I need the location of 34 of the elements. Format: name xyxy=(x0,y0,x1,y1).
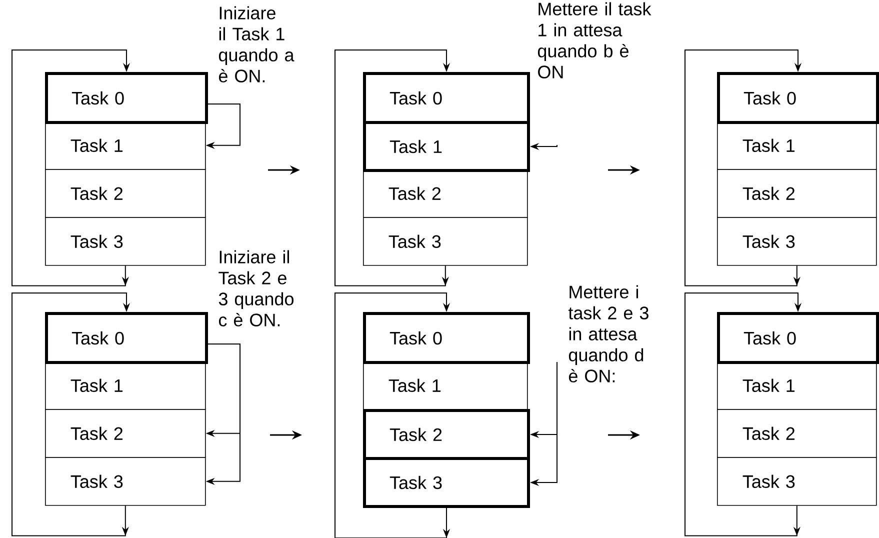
annotation-text: Mettere i task 2 e 3 in attesa quando d è ON: xyxy=(568,285,648,382)
task-box: Task 0 xyxy=(45,312,208,364)
task-box: Task 2 xyxy=(45,409,206,458)
task-box: Task 3 xyxy=(45,217,206,266)
task-box: Task 3 xyxy=(717,457,877,506)
task-box: Task 3 xyxy=(45,457,206,506)
task-box: Task 0 xyxy=(717,312,879,364)
arrow xyxy=(684,50,802,286)
task-box: Task 1 xyxy=(717,361,877,410)
task-box: Task 0 xyxy=(363,312,530,364)
task-box: Task 1 xyxy=(717,121,877,170)
annotation-text: Iniziare il Task 1 quando a è ON. xyxy=(218,6,294,82)
task-box: Task 2 xyxy=(717,169,877,218)
task-box: Task 2 xyxy=(717,409,877,458)
task-box: Task 3 xyxy=(717,217,877,266)
task-box: Task 0 xyxy=(363,72,530,124)
task-box: Task 2 xyxy=(363,169,528,218)
arrow xyxy=(334,50,450,286)
task-box: Task 1 xyxy=(363,361,528,410)
task-box: Task 1 xyxy=(363,121,530,172)
arrow xyxy=(12,292,130,536)
arrow xyxy=(12,50,130,286)
task-box: Task 1 xyxy=(45,361,206,410)
task-box: Task 0 xyxy=(45,72,208,124)
arrow xyxy=(684,292,802,536)
task-box: Task 3 xyxy=(363,457,530,508)
annotation-text: Iniziare il Task 2 e 3 quando c è ON. xyxy=(218,250,294,326)
task-box: Task 0 xyxy=(717,72,879,124)
annotation-text: Mettere il task 1 in attesa quando b è ON xyxy=(538,2,652,78)
task-box: Task 3 xyxy=(363,217,528,266)
arrow xyxy=(334,292,450,538)
task-box: Task 2 xyxy=(363,409,530,460)
task-box: Task 2 xyxy=(45,169,206,218)
task-box: Task 1 xyxy=(45,121,206,170)
